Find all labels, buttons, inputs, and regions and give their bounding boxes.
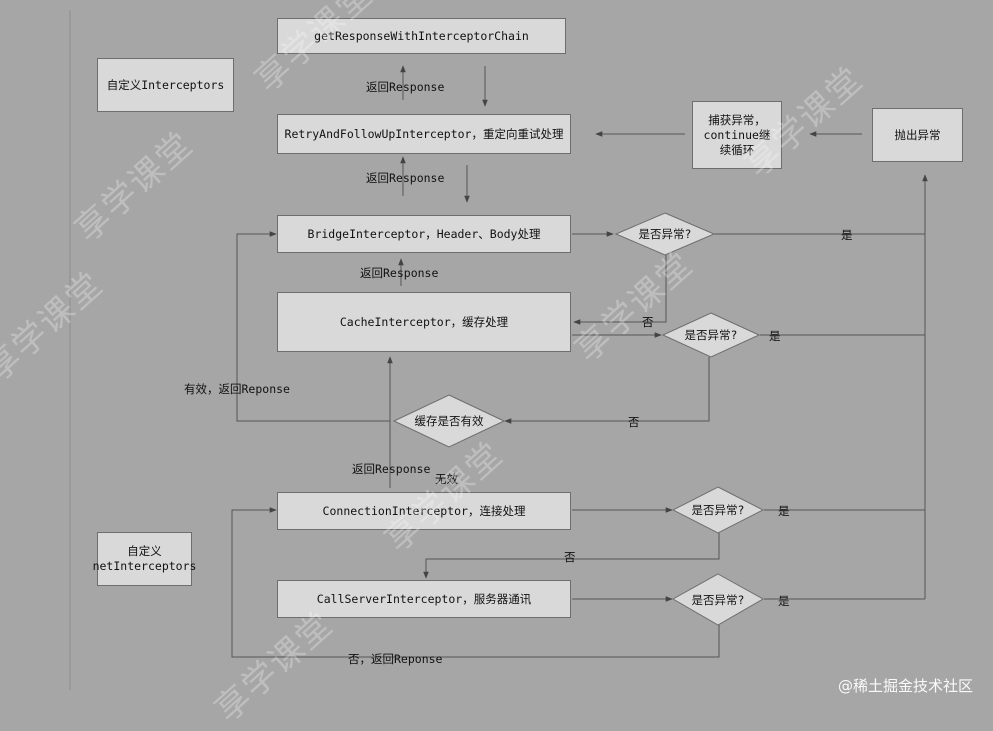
label-valid: 有效，返回Reponse <box>184 382 290 396</box>
label-invalid: 无效 <box>435 472 458 486</box>
label-no-1: 否 <box>642 315 654 329</box>
label-yes-2: 是 <box>769 329 781 343</box>
cache-label: CacheInterceptor，缓存处理 <box>339 314 509 329</box>
label-yes-3: 是 <box>778 504 790 518</box>
bridge-node: BridgeInterceptor，Header、Body处理 <box>277 215 571 253</box>
decision-cache-valid: 缓存是否有效 <box>393 394 505 448</box>
chain-label: getResponseWithInterceptorChain <box>314 28 529 43</box>
label-return-response-3: 返回Response <box>360 266 439 280</box>
decision-callserver-exception: 是否异常? <box>672 573 764 626</box>
decision-connection-exception: 是否异常? <box>672 486 764 534</box>
callserver-label: CallServerInterceptor，服务器通讯 <box>316 591 532 606</box>
decision-cache-valid-label: 缓存是否有效 <box>414 414 484 428</box>
label-no-return: 否，返回Reponse <box>348 652 443 666</box>
label-return-response-4: 返回Response <box>352 462 431 476</box>
decision-callserver-label: 是否异常? <box>691 592 745 607</box>
catch-node: 捕获异常， continue继 续循环 <box>692 101 782 169</box>
net-interceptors-label: 自定义 netInterceptors <box>92 544 197 573</box>
callserver-node: CallServerInterceptor，服务器通讯 <box>277 580 571 618</box>
chain-node: getResponseWithInterceptorChain <box>277 18 566 54</box>
label-return-response-1: 返回Response <box>366 80 445 94</box>
label-return-response-2: 返回Response <box>366 171 445 185</box>
decision-cache-label: 是否异常? <box>684 328 738 342</box>
connector-lines <box>69 10 928 690</box>
label-no-3: 否 <box>564 550 576 564</box>
decision-bridge-label: 是否异常? <box>638 227 692 241</box>
net-interceptors-node: 自定义 netInterceptors <box>93 532 196 586</box>
retry-label: RetryAndFollowUpInterceptor，重定向重试处理 <box>284 126 564 141</box>
throw-label: 抛出异常 <box>894 127 941 142</box>
connection-node: ConnectionInterceptor，连接处理 <box>277 492 571 530</box>
label-yes-1: 是 <box>841 228 853 242</box>
custom-interceptors-node: 自定义Interceptors <box>97 58 234 112</box>
bridge-label: BridgeInterceptor，Header、Body处理 <box>307 226 541 241</box>
catch-label: 捕获异常， continue继 续循环 <box>703 112 771 157</box>
decision-cache-exception: 是否异常? <box>662 312 760 358</box>
connection-label: ConnectionInterceptor，连接处理 <box>322 503 526 518</box>
cache-node: CacheInterceptor，缓存处理 <box>277 292 571 352</box>
custom-interceptors-label: 自定义Interceptors <box>106 77 225 92</box>
label-no-2: 否 <box>628 415 640 429</box>
throw-node: 抛出异常 <box>872 108 963 162</box>
label-yes-4: 是 <box>778 594 790 608</box>
decision-bridge-exception: 是否异常? <box>615 212 715 256</box>
site-credit: @稀土掘金技术社区 <box>837 677 973 695</box>
flowchart: getResponseWithInterceptorChain 自定义Inter… <box>0 0 973 730</box>
decision-connection-label: 是否异常? <box>691 503 745 517</box>
retry-node: RetryAndFollowUpInterceptor，重定向重试处理 <box>277 114 571 154</box>
